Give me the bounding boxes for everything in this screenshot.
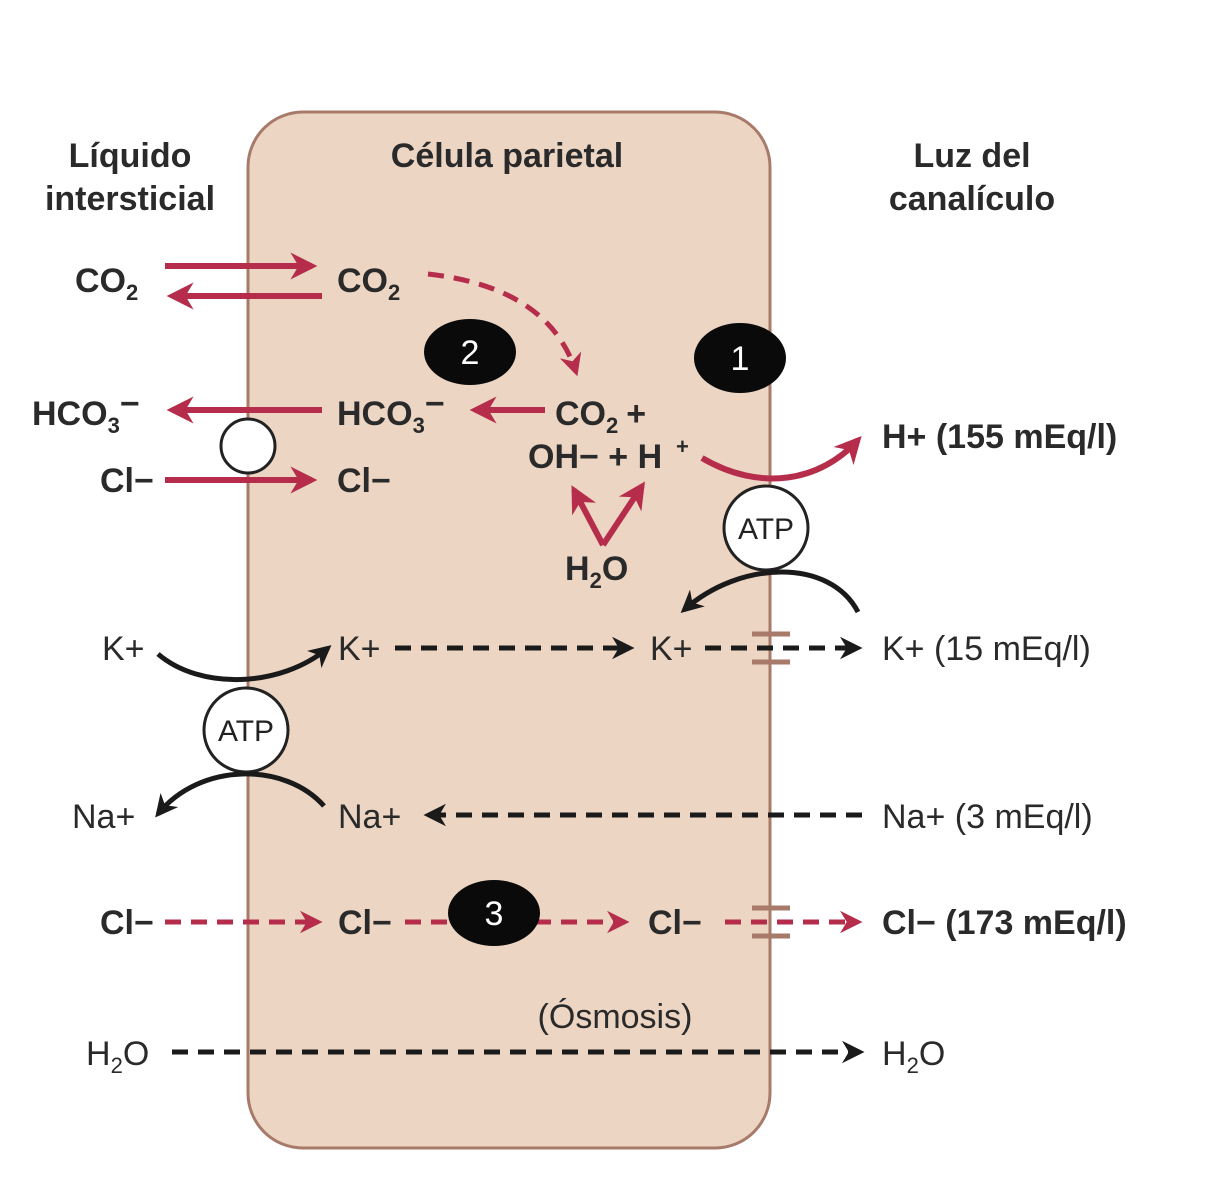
h2o-cell-label: H2O: [565, 550, 628, 593]
cl-channel: [752, 905, 790, 939]
basolateral-atp-label: ATP: [218, 715, 274, 748]
step-badge-1: [694, 323, 786, 393]
step-badge-2-number: 2: [461, 334, 480, 372]
lumen-k-concentration: K+ (15 mEq/l): [882, 630, 1091, 668]
co2-cell-label: CO2: [337, 262, 400, 305]
h2o-interstitial-label: H2O: [86, 1035, 149, 1078]
na-cell-label: Na+: [338, 798, 401, 836]
apical-atpase-pump: [722, 484, 810, 572]
k-channel: [752, 631, 790, 665]
step-badge-2: [424, 319, 516, 385]
k-cell-label: K+: [338, 630, 381, 668]
k-interstitial-label: K+: [102, 630, 145, 668]
oh-h-label: OH− + H: [528, 438, 662, 476]
na-extrusion-arrow: [155, 771, 326, 818]
step-badge-1-number: 1: [731, 340, 750, 378]
parietal-cell: [246, 110, 772, 1150]
cl-cell-label: Cl−: [337, 462, 391, 500]
step-badge-3-number: 3: [485, 895, 504, 933]
cl-cell-label-2: Cl−: [338, 904, 392, 942]
header-lumen-line1: Luz del: [913, 137, 1030, 175]
water-dissociation-arrow-left: [571, 485, 606, 547]
k-reuptake-arrow: [680, 569, 861, 614]
cl-apical-label: Cl−: [648, 904, 702, 942]
co2-interstitial-label: CO2: [75, 262, 138, 305]
hco3-cell-label: HCO3−: [337, 385, 445, 438]
osmosis-label: (Ósmosis): [538, 998, 693, 1036]
k-uptake-arrow: [156, 645, 332, 683]
header-parietal-cell: Célula parietal: [391, 137, 623, 175]
header-interstitial-line2: intersticial: [45, 180, 215, 218]
cl-interstitial-label: Cl−: [100, 462, 154, 500]
h2o-lumen-label: H2O: [882, 1035, 945, 1078]
co2-reaction-label: CO2+: [555, 395, 646, 438]
lumen-cl-concentration: Cl− (173 mEq/l): [882, 904, 1127, 942]
hco3-interstitial-label: HCO3−: [32, 385, 140, 438]
co2-to-reaction-arrow: [427, 271, 582, 377]
water-dissociation-arrow-right: [600, 481, 645, 547]
lumen-na-concentration: Na+ (3 mEq/l): [882, 798, 1093, 836]
header-interstitial-line1: Líquido: [69, 137, 192, 175]
na-interstitial-label: Na+: [72, 798, 135, 836]
hco3-cl-exchanger: [219, 417, 277, 475]
apical-atp-label: ATP: [738, 513, 794, 546]
k-apical-label: K+: [650, 630, 693, 668]
step-badge-3: [448, 880, 540, 946]
lumen-h-concentration: H+ (155 mEq/l): [882, 418, 1117, 456]
header-lumen-line2: canalículo: [889, 180, 1055, 218]
h-plus-superscript: +: [676, 434, 689, 459]
h-secretion-arrow: [700, 435, 862, 482]
cl-interstitial-label-2: Cl−: [100, 904, 154, 942]
